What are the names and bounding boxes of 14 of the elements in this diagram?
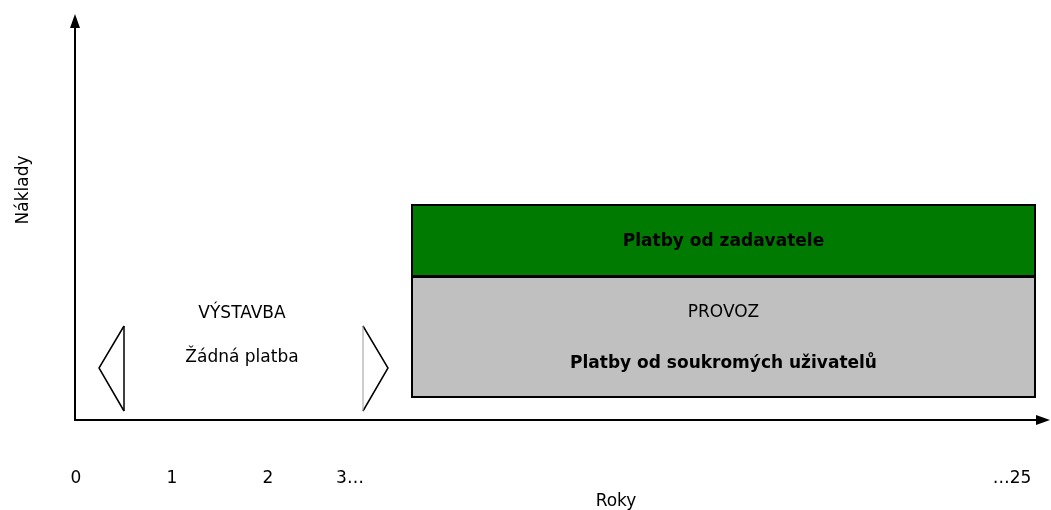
payment-text: Platby od zadavatele (622, 228, 825, 252)
phase-label: Žádná platba (185, 347, 299, 365)
phase-label: VÝSTAVBA (198, 303, 286, 321)
axis-label: Náklady (13, 155, 31, 225)
tick-label: 0 (70, 468, 82, 486)
tick-label: 2 (262, 468, 274, 486)
payment-text: Platby od soukromých uživatelů (570, 350, 877, 374)
phase-box (411, 276, 1036, 398)
axis-label: Roky (595, 491, 637, 509)
phase-box (411, 204, 1036, 277)
tick-label: …25 (992, 468, 1032, 486)
tick-label: 1 (166, 468, 178, 486)
phase-title: PROVOZ (687, 299, 760, 323)
tick-label: 3… (336, 468, 364, 486)
